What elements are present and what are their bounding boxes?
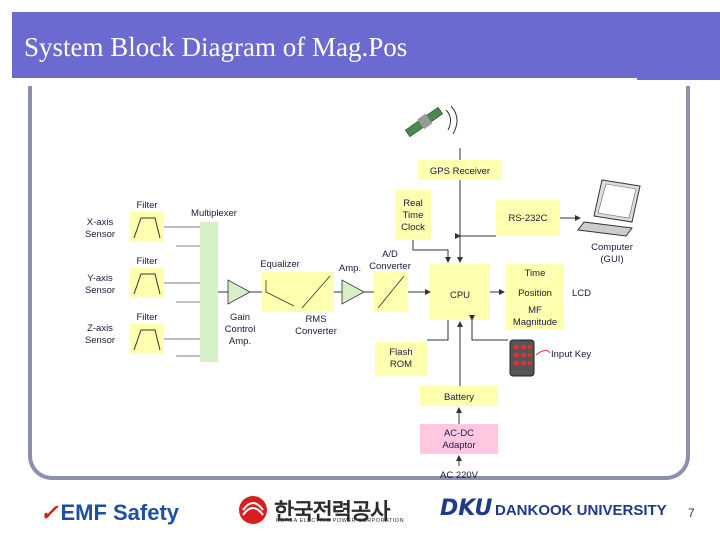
keypad-icon — [509, 339, 551, 377]
title-bar — [12, 12, 720, 80]
emf-logo-text: EMF Safety — [60, 500, 180, 525]
computer-label: Computer(GUI) — [591, 242, 633, 265]
slide-header: System Block Diagram of Mag.Pos — [0, 0, 720, 81]
rms-diagonal — [301, 275, 331, 309]
kepco-name: 한국전력공사 — [274, 500, 390, 525]
kepco-emblem-icon — [239, 496, 267, 524]
ad-diagonal — [377, 275, 405, 309]
rs232-block — [496, 200, 560, 236]
multiplexer-label: Multiplexer — [191, 208, 237, 219]
lcd-block — [506, 264, 564, 330]
filter-label-z: Filter — [136, 312, 157, 323]
kepco-subtitle: KOREA ELECTRIC POWER CORPORATION — [276, 518, 405, 524]
equalizer-curve — [265, 280, 295, 307]
gps-receiver-block — [418, 160, 502, 180]
dku-name: DANKOOK UNIVERSITY — [495, 502, 667, 519]
ac-220v-label: AC 220V — [440, 470, 479, 481]
dku-mark: DKU — [440, 496, 493, 521]
equalizer-block — [262, 272, 298, 312]
lcd-label: LCD — [572, 288, 591, 299]
filter-label-y: Filter — [136, 256, 157, 267]
battery-label: Battery — [444, 392, 474, 403]
slide-title: System Block Diagram of Mag.Pos — [24, 32, 408, 62]
equalizer-label: Equalizer — [260, 259, 300, 270]
adaptor-block — [420, 424, 498, 454]
lcd-item-time: Time — [525, 268, 546, 279]
multiplexer-block — [200, 222, 218, 362]
gain-amp-symbol — [227, 279, 251, 305]
battery-block — [420, 386, 498, 406]
satellite-icon — [404, 105, 458, 138]
rs232-label: RS-232C — [508, 213, 547, 224]
amp-label: Amp. — [339, 263, 361, 274]
input-key-label: Input Key — [551, 349, 591, 360]
flash-rom-block — [375, 342, 427, 376]
amp-symbol — [341, 279, 365, 305]
emf-mark-icon: ✓ — [40, 500, 59, 525]
cpu-label: CPU — [450, 290, 470, 301]
filter-blocks — [130, 212, 164, 354]
emf-safety-logo: ✓EMF Safety — [40, 500, 179, 526]
kepco-logo: 한국전력공사 KOREA ELECTRIC POWER CORPORATION — [236, 494, 406, 530]
dankook-logo: DKU DANKOOK UNIVERSITY — [440, 496, 680, 526]
lcd-item-position: Position — [518, 288, 552, 299]
rtc-block — [395, 190, 431, 240]
cpu-links — [412, 180, 508, 466]
filter-mux-links — [164, 226, 200, 357]
filter-label-x: Filter — [136, 200, 157, 211]
page-number: 7 — [688, 506, 695, 520]
gps-receiver-label: GPS Receiver — [430, 166, 490, 177]
title-underline — [12, 78, 637, 81]
cpu-block — [430, 264, 490, 320]
laptop-icon — [577, 179, 641, 237]
